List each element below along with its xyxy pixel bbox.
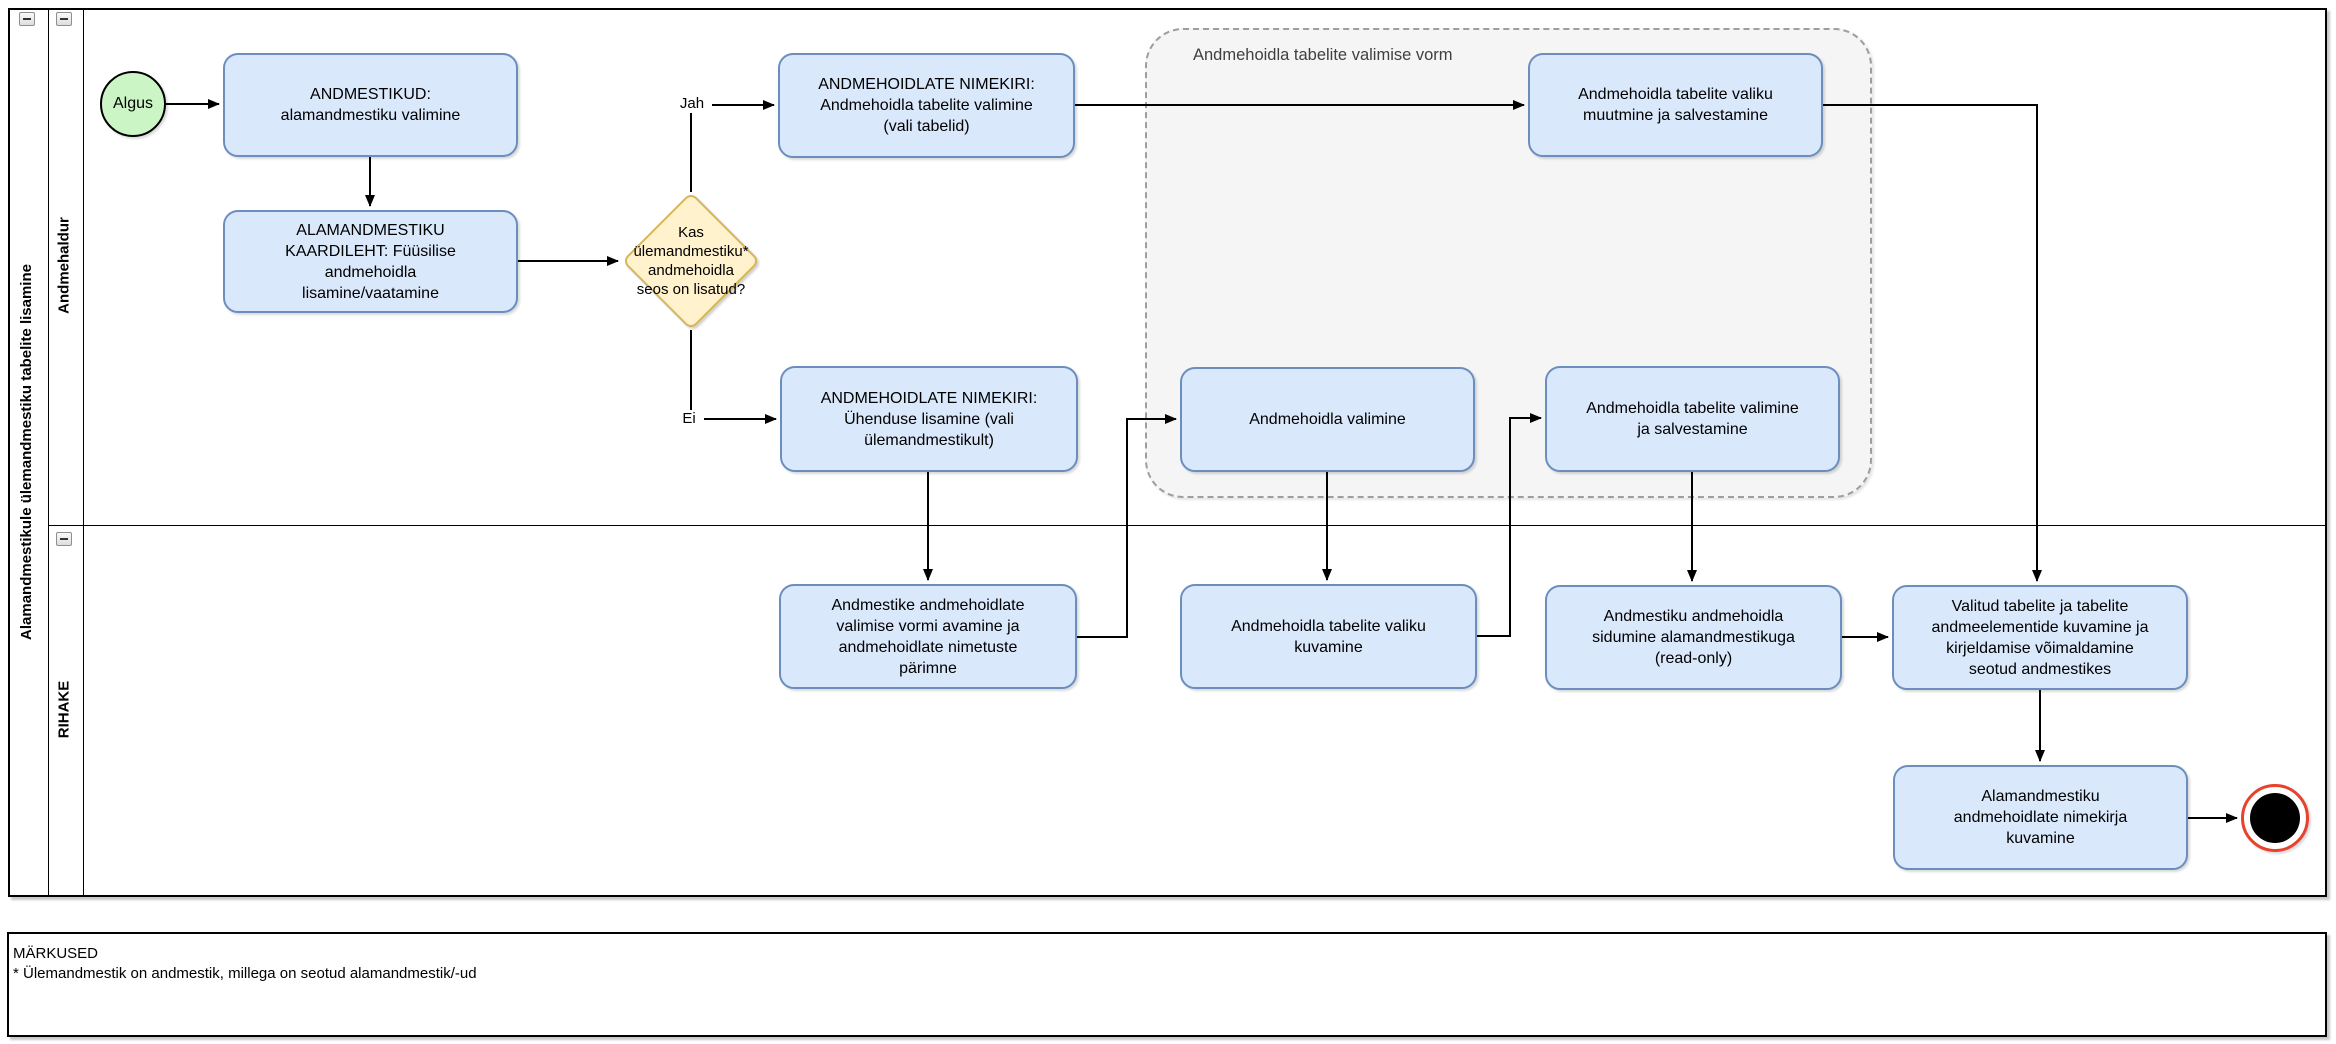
task-kaardileht[interactable]: ALAMANDMESTIKU KAARDILEHT: Füüsilise and… (223, 210, 518, 313)
task-valiku-muutmine[interactable]: Andmehoidla tabelite valiku muutmine ja … (1528, 53, 1823, 157)
lane-title-divider (83, 10, 84, 895)
minus-icon (23, 18, 31, 20)
minus-icon (60, 18, 68, 20)
task-andmehoidla-valimine[interactable]: Andmehoidla valimine (1180, 367, 1475, 472)
start-event-label: Algus (112, 95, 154, 112)
lane-title-andmehaldur: Andmehaldur (55, 217, 73, 314)
task-sidumine[interactable]: Andmestiku andmehoidla sidumine alamandm… (1545, 585, 1842, 690)
lane-andmehaldur-collapse-icon[interactable] (56, 12, 72, 26)
task-vormi-avamine[interactable]: Andmestike andmehoidlate valimise vormi … (779, 584, 1077, 689)
pool-collapse-icon[interactable] (19, 12, 35, 26)
group-label: Andmehoidla tabelite valimise vorm (1193, 46, 1453, 64)
task-nimekirja-kuvamine[interactable]: Alamandmestiku andmehoidlate nimekirja k… (1893, 765, 2188, 870)
pool-title-divider (48, 10, 49, 895)
task-valitud-tabelite[interactable]: Valitud tabelite ja tabelite andmeelemen… (1892, 585, 2188, 690)
start-event[interactable]: Algus (100, 71, 166, 137)
task-andmestikud[interactable]: ANDMESTIKUD: alamandmestiku valimine (223, 53, 518, 157)
notes-box: MÄRKUSED * Ülemandmestik on andmestik, m… (7, 932, 2327, 1037)
lane-title-rihake: RIHAKE (55, 680, 73, 739)
edge-label-jah: Jah (672, 95, 712, 113)
task-nimekiri-yhendus[interactable]: ANDMEHOIDLATE NIMEKIRI: Ühenduse lisamin… (780, 366, 1078, 472)
pool-title: Alamandmestikule ülemandmestiku tabelite… (18, 264, 35, 640)
notes-title: MÄRKUSED (13, 945, 99, 962)
lane-rihake-collapse-icon[interactable] (56, 532, 72, 546)
task-valiku-kuvamine[interactable]: Andmehoidla tabelite valiku kuvamine (1180, 584, 1477, 689)
task-nimekiri-vali-tabelid[interactable]: ANDMEHOIDLATE NIMEKIRI: Andmehoidla tabe… (778, 53, 1075, 158)
minus-icon (60, 538, 68, 540)
lane-separator (48, 525, 2325, 526)
end-event-dot-icon (2250, 793, 2300, 843)
task-valimine-salvestamine[interactable]: Andmehoidla tabelite valimine ja salvest… (1545, 366, 1840, 472)
gateway-label: Kas ülemandmestiku* andmehoidla seos on … (633, 224, 749, 298)
notes-line: * Ülemandmestik on andmestik, millega on… (13, 965, 477, 982)
edge-label-ei: Ei (674, 410, 704, 428)
end-event[interactable] (2241, 784, 2309, 852)
